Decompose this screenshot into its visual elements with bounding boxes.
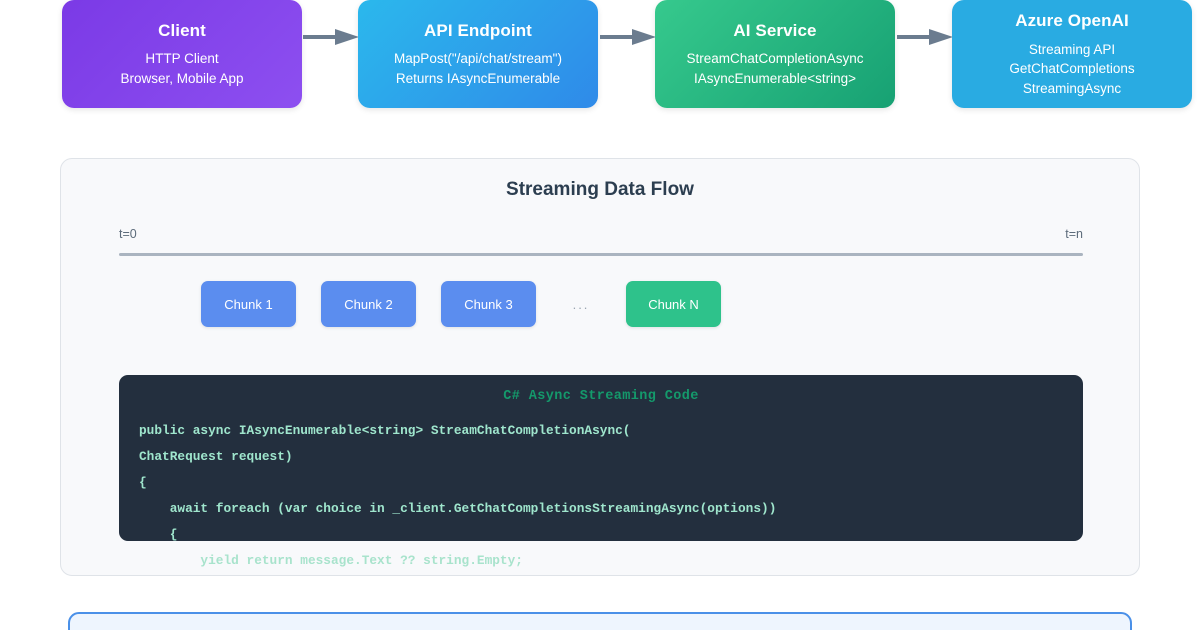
note-box [68,612,1132,630]
chunk-item-1[interactable]: Chunk 1 [201,281,296,327]
code-line-5: { [139,527,178,542]
code-block: C# Async Streaming Code public async IAs… [119,375,1083,568]
code-line-4: await foreach (var choice in _client.Get… [139,501,777,516]
pipeline-node-ai-service[interactable]: AI Service StreamChatCompletionAsync IAs… [655,0,895,108]
chunk-item-2[interactable]: Chunk 2 [321,281,416,327]
streaming-data-flow-card: Streaming Data Flow t=0 t=n Chunk 1 Chun… [60,158,1140,576]
arrow-shaft [303,35,339,39]
timeline-rule [119,253,1083,256]
chunk-item-n[interactable]: Chunk N [626,281,721,327]
code-line-3: { [139,475,147,490]
pipeline-node-api-endpoint[interactable]: API Endpoint MapPost("/api/chat/stream")… [358,0,598,108]
arrow-head [632,29,656,45]
node-title-ai-service: AI Service [733,20,817,40]
code-block-header: C# Async Streaming Code [503,389,699,404]
node-detail-api-1: MapPost("/api/chat/stream") [394,51,562,67]
pipeline-row: Client HTTP Client Browser, Mobile App A… [0,0,1200,118]
timeline: t=0 t=n [119,227,1083,259]
node-title-api-endpoint: API Endpoint [424,20,532,40]
node-title-azure-openai: Azure OpenAI [1015,10,1129,30]
arrow-ai-to-azure-icon [897,29,955,45]
arrow-head [929,29,953,45]
arrow-shaft [897,35,933,39]
code-line-6: yield return message.Text ?? string.Empt… [139,553,523,568]
arrow-shaft [600,35,636,39]
node-detail-api-2: Returns IAsyncEnumerable [395,70,561,86]
node-detail-azure-3: StreamingAsync [1022,80,1122,96]
node-detail-ai-1: StreamChatCompletionAsync [686,51,864,67]
pipeline-node-azure-openai[interactable]: Azure OpenAI Streaming API GetChatComple… [952,0,1192,108]
pipeline-node-client[interactable]: Client HTTP Client Browser, Mobile App [62,0,302,108]
node-detail-client-2: Browser, Mobile App [120,70,244,86]
code-line-1: public async IAsyncEnumerable<string> St… [139,423,631,438]
chunk-list: Chunk 1 Chunk 2 Chunk 3 ... Chunk N [201,281,746,327]
node-detail-azure-2: GetChatCompletions [1009,61,1135,77]
timeline-end-label: t=n [1065,227,1083,241]
arrow-api-to-ai-icon [600,29,658,45]
streaming-card-title: Streaming Data Flow [506,179,694,200]
node-detail-azure-1: Streaming API [1028,41,1116,57]
node-detail-client-1: HTTP Client [145,51,219,67]
timeline-start-label: t=0 [119,227,137,241]
code-line-2: ChatRequest request) [139,449,293,464]
arrow-client-to-api-icon [303,29,361,45]
node-title-client: Client [158,20,206,40]
arrow-head [335,29,359,45]
node-detail-ai-2: IAsyncEnumerable<string> [693,70,857,86]
chunk-item-3[interactable]: Chunk 3 [441,281,536,327]
chunk-ellipsis: ... [572,296,590,312]
